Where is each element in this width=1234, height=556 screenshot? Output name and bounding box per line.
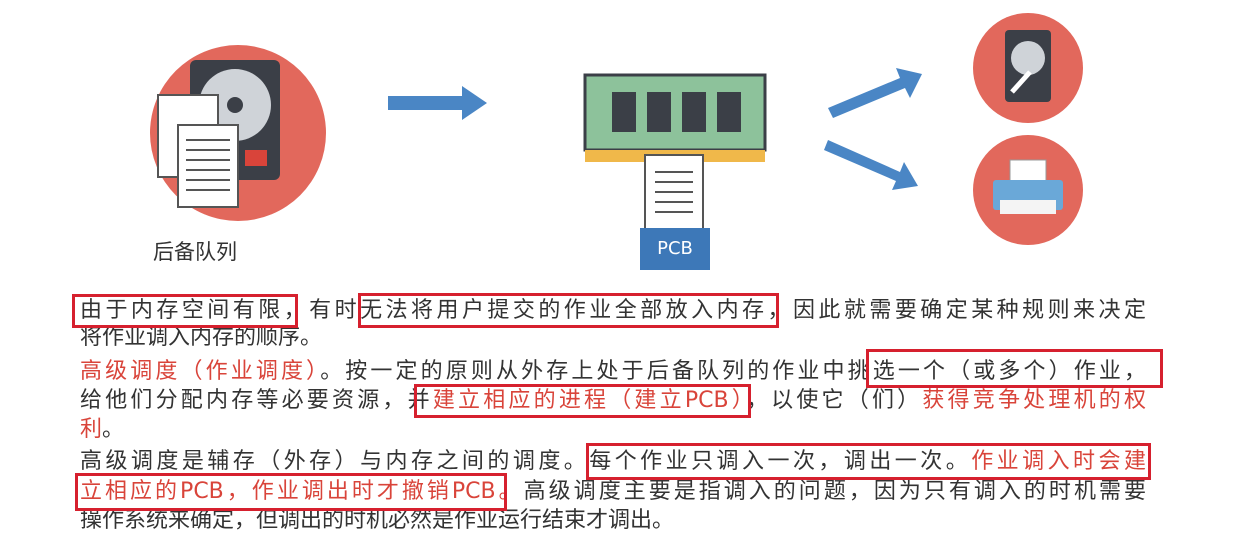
paragraph-line-2: 将作业调入内存的顺序。 — [80, 325, 323, 350]
red-term: 高级调度（作业调度） — [80, 359, 321, 384]
paragraph-line-7: 立相应的PCB，作业调出时才撤销PCB。高级调度主要是指调入的问题，因为只有调入… — [80, 478, 1146, 506]
highlight-box — [586, 443, 1151, 480]
hard-disk-icon — [973, 13, 1083, 123]
red-term: 建立相应的进程（建立PCB） — [432, 388, 746, 413]
arrow-up-right-icon — [828, 68, 922, 118]
text-segment: 每个作业只调入一次，调出一次。 — [589, 449, 972, 474]
text-segment: 。 — [102, 417, 125, 442]
disk-with-documents-icon — [150, 45, 326, 221]
highlight-box — [414, 384, 751, 418]
paragraph-line-8: 操作系统来确定，但调出的时机必然是作业运行结束才调出。 — [80, 508, 675, 533]
paragraph-line-4: 给他们分配内存等必要资源，并建立相应的进程（建立PCB），以使它（们）获得竞争处… — [80, 387, 1146, 415]
arrow-right-icon — [388, 86, 487, 120]
text-segment: 挑选一个（或多个）作业， — [847, 359, 1146, 384]
text-segment: 高级调度是辅存（外存）与内存之间的调度。 — [80, 449, 590, 474]
text-segment: ，以使它（们） — [745, 388, 923, 413]
arrow-down-right-icon — [824, 140, 918, 190]
memory-module-icon — [583, 73, 767, 162]
red-term: 立相应的PCB，作业调出时才撤销PCB。 — [80, 479, 524, 504]
highlight-box — [358, 293, 779, 328]
text-segment: 由于内存空间有限， — [80, 298, 310, 323]
paragraph-line-5: 利。 — [80, 416, 124, 444]
pcb-box — [640, 228, 710, 270]
highlight-box — [866, 349, 1163, 388]
text-segment: 因此就需要确定某种规则来决定 — [792, 298, 1146, 323]
text-segment: 有时 — [309, 298, 361, 323]
text-segment: 无法将用户提交的作业全部放入内存， — [360, 298, 793, 323]
text-segment: 给他们分配内存等必要资源，并 — [80, 388, 433, 413]
pcb-document-icon — [644, 154, 704, 234]
backup-queue-label: 后备队列 — [153, 240, 237, 264]
red-term: 利 — [80, 417, 103, 442]
red-term: 获得竞争处理机的权 — [922, 388, 1146, 413]
highlight-box — [72, 294, 298, 328]
paragraph-line-1: 由于内存空间有限，有时无法将用户提交的作业全部放入内存，因此就需要确定某种规则来… — [80, 297, 1146, 325]
text-segment: 高级调度主要是指调入的问题，因为只有调入的时机需要 — [523, 479, 1146, 504]
printer-icon — [973, 135, 1083, 245]
text-segment: 。按一定的原则从外存上处于后备队列的作业中 — [320, 359, 848, 384]
highlight-box — [75, 473, 507, 511]
paragraph-line-6: 高级调度是辅存（外存）与内存之间的调度。每个作业只调入一次，调出一次。作业调入时… — [80, 448, 1146, 476]
red-term: 作业调入时会建 — [971, 449, 1146, 474]
diagram — [150, 13, 1083, 270]
paragraph-line-3: 高级调度（作业调度）。按一定的原则从外存上处于后备队列的作业中挑选一个（或多个）… — [80, 358, 1146, 386]
pcb-label: PCB — [657, 238, 693, 259]
